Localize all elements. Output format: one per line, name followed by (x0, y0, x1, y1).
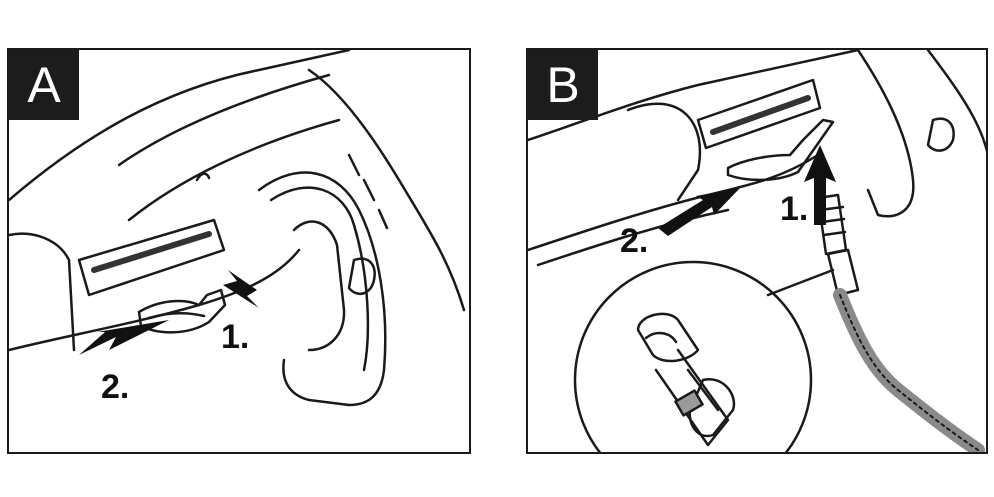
panel-a-step-2-label: 2. (101, 368, 130, 406)
gun-grip-outline (856, 50, 915, 218)
panel-a-tag: A (9, 50, 79, 120)
detail-pointer-line (766, 268, 835, 297)
hose-coupling-collar (826, 248, 860, 297)
gun-front-edge (9, 232, 76, 352)
gun-grip-lower (257, 171, 387, 407)
panel-b-tag: B (528, 50, 598, 120)
arrow-step-1 (804, 145, 836, 225)
brand-label-plate (77, 218, 226, 297)
gun-body-outline (9, 50, 351, 202)
panel-a-drawing (9, 50, 466, 407)
panel-b-step-2-label: 2. (620, 222, 649, 260)
arrow-step-2 (79, 320, 169, 355)
arrow-step-2 (658, 188, 740, 236)
arrow-step-1 (223, 270, 259, 308)
locking-clip (726, 118, 835, 182)
panel-b-drawing (528, 50, 986, 452)
locking-clip (137, 288, 227, 334)
panel-b: B 1. 2. (526, 48, 988, 454)
detail-magnifier-circle (573, 260, 813, 452)
detail-coupling-sleeve (688, 377, 736, 438)
detail-coupling-tab (674, 389, 704, 417)
gun-top-ridge (127, 118, 341, 222)
gun-body-inner-line (117, 73, 331, 167)
panel-b-step-1-label: 1. (780, 190, 809, 228)
gun-lower-outline (9, 248, 301, 352)
hose-corrugated (833, 288, 985, 452)
gun-grip-outline (307, 68, 466, 312)
gun-body-lower-outline (528, 153, 820, 252)
panel-a-step-1-label: 1. (221, 318, 250, 356)
gun-grip-rear (926, 50, 986, 153)
brand-label-plate (696, 78, 822, 150)
gun-body-outline (528, 50, 860, 142)
trigger-recess (292, 220, 346, 352)
gun-front-shell (626, 102, 702, 202)
detail-coupling-tip (636, 312, 700, 363)
gun-grip-inner (269, 186, 370, 372)
grip-button (926, 117, 955, 152)
grip-button (347, 257, 376, 296)
panel-a: A 1. 2. (7, 48, 471, 454)
